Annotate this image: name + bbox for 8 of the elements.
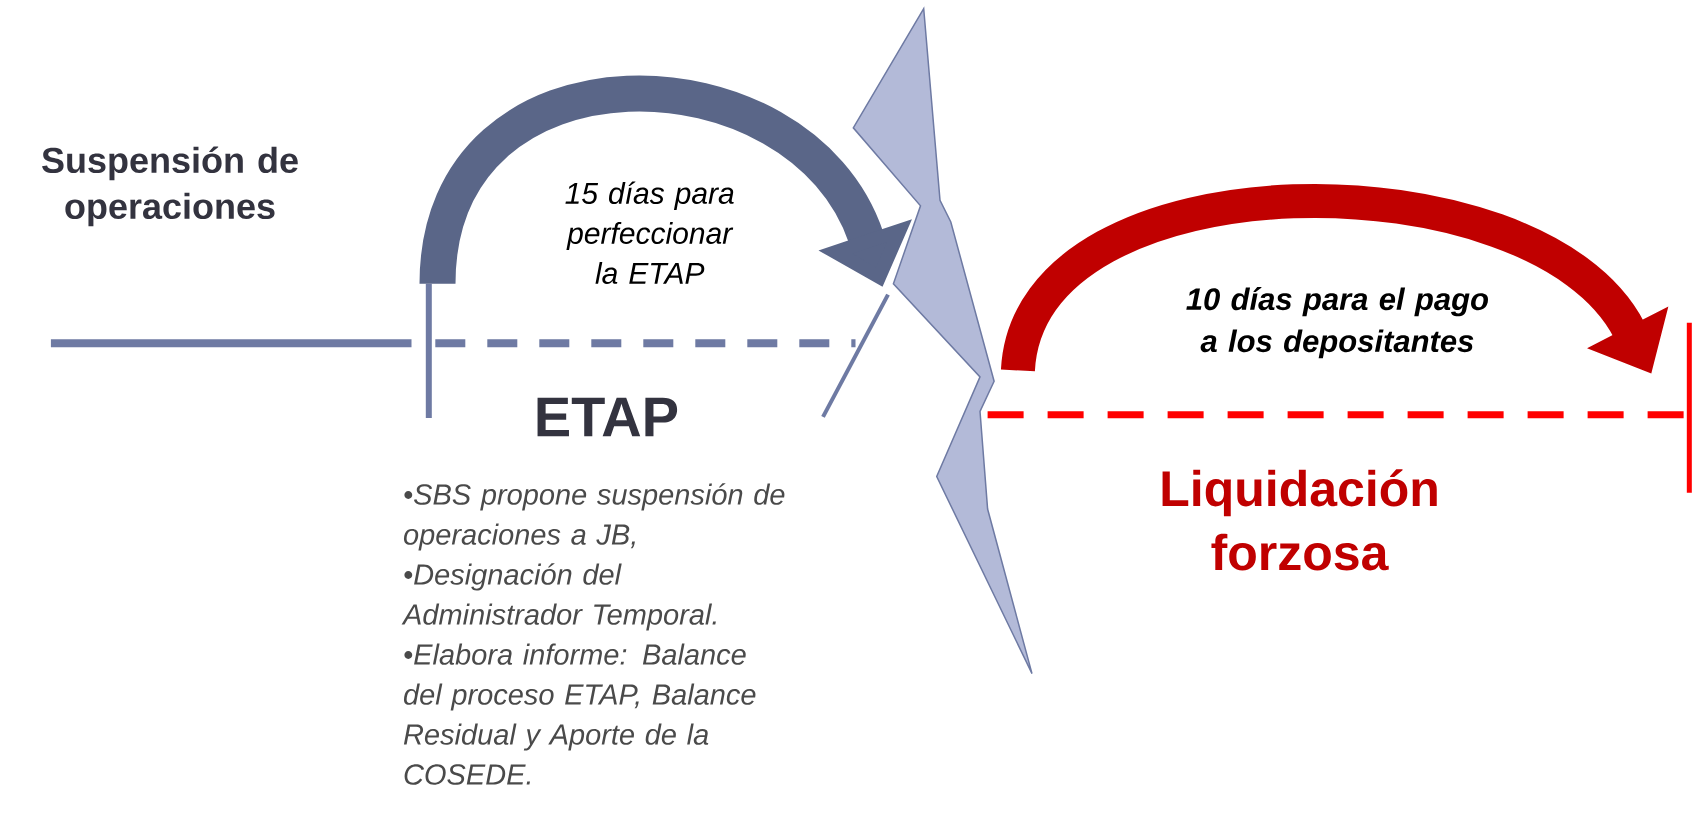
duration-label: 15 días para perfeccionar la ETAP bbox=[565, 181, 734, 284]
list-item: •SBS propone suspensión de operaciones a JB, bbox=[403, 483, 785, 551]
heading: ETAP bbox=[537, 397, 678, 437]
list-item: •Designación del Administrador Temporal. bbox=[401, 563, 716, 631]
heading: Liquidación forzosa bbox=[1162, 469, 1437, 571]
heading: Suspensión de operaciones bbox=[42, 146, 298, 227]
list-item: •Elabora informe: Balance del proceso ETAP, Balance Residual y Aporte de la COSEDE. bbox=[403, 643, 756, 785]
duration-label: 10 días para el pago a los depositantes bbox=[1186, 287, 1488, 359]
